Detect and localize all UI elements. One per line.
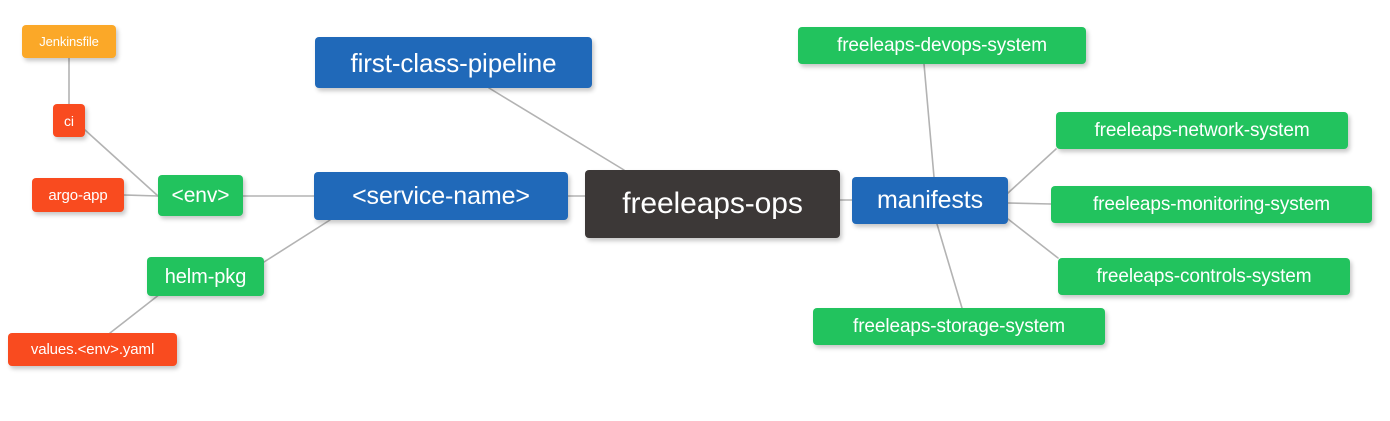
node-label-env: <env>	[171, 184, 230, 207]
edge-manifests-to-freeleaps-devops-system	[923, 63, 935, 178]
node-env[interactable]: <env>	[158, 175, 243, 216]
node-manifests[interactable]: manifests	[852, 177, 1008, 224]
edge-manifests-to-freeleaps-monitoring-system	[1007, 202, 1052, 205]
node-label-ci: ci	[64, 112, 74, 129]
node-label-freeleaps-controls-system: freeleaps-controls-system	[1096, 266, 1312, 287]
node-freeleaps-devops-system[interactable]: freeleaps-devops-system	[798, 27, 1086, 64]
node-freeleaps-network-system[interactable]: freeleaps-network-system	[1056, 112, 1348, 149]
node-freeleaps-controls-system[interactable]: freeleaps-controls-system	[1058, 258, 1350, 295]
node-helm-pkg[interactable]: helm-pkg	[147, 257, 264, 296]
node-label-freeleaps-storage-system: freeleaps-storage-system	[853, 316, 1065, 337]
edge-manifests-to-freeleaps-storage-system	[936, 223, 963, 309]
node-first-class-pipeline[interactable]: first-class-pipeline	[315, 37, 592, 88]
edge-manifests-to-freeleaps-controls-system	[1007, 218, 1059, 259]
node-jenkinsfile[interactable]: Jenkinsfile	[22, 25, 116, 58]
edge-manifests-to-freeleaps-network-system	[1007, 148, 1057, 194]
node-ci[interactable]: ci	[53, 104, 85, 137]
node-label-values-yaml: values.<env>.yaml	[30, 341, 155, 358]
node-label-first-class-pipeline: first-class-pipeline	[350, 47, 557, 78]
edge-helm-pkg-to-values-yaml	[109, 293, 161, 334]
node-label-service-name: <service-name>	[352, 181, 530, 210]
edge-argo-app-to-env	[123, 194, 159, 197]
node-values-yaml[interactable]: values.<env>.yaml	[8, 333, 177, 366]
node-label-helm-pkg: helm-pkg	[164, 265, 247, 288]
edge-service-name-to-helm-pkg	[263, 219, 331, 263]
node-label-manifests: manifests	[876, 186, 984, 214]
node-label-freeleaps-ops: freeleaps-ops	[622, 187, 803, 220]
node-argo-app[interactable]: argo-app	[32, 178, 124, 212]
node-label-freeleaps-devops-system: freeleaps-devops-system	[837, 35, 1047, 56]
edge-first-class-pipeline-to-freeleaps-ops	[488, 87, 625, 171]
node-label-freeleaps-monitoring-system: freeleaps-monitoring-system	[1093, 194, 1330, 215]
node-freeleaps-ops[interactable]: freeleaps-ops	[585, 170, 840, 238]
node-freeleaps-storage-system[interactable]: freeleaps-storage-system	[813, 308, 1105, 345]
node-freeleaps-monitoring-system[interactable]: freeleaps-monitoring-system	[1051, 186, 1372, 223]
node-label-freeleaps-network-system: freeleaps-network-system	[1094, 120, 1310, 141]
node-service-name[interactable]: <service-name>	[314, 172, 568, 220]
node-label-jenkinsfile: Jenkinsfile	[39, 34, 99, 49]
node-label-argo-app: argo-app	[48, 186, 108, 204]
